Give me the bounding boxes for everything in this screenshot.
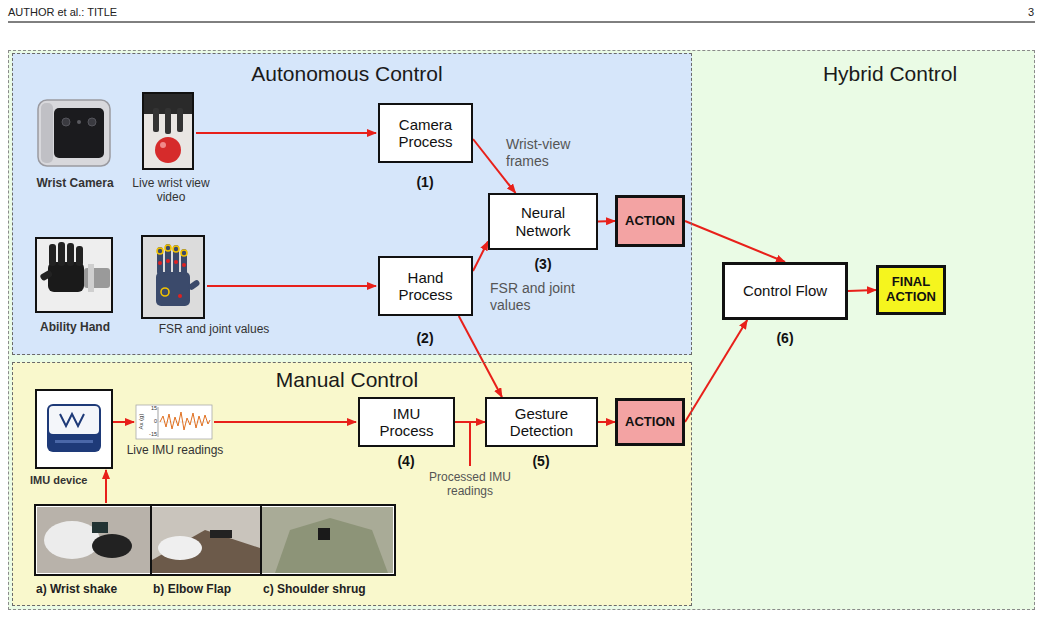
final-action-box: FINAL ACTION [876,265,946,315]
region-fill [12,362,692,606]
callout-number: (2) [416,330,433,346]
label-slot: Ability Hand [26,320,124,334]
callout-number: (5) [532,453,549,469]
wrist-view-frame-illustration [143,93,193,169]
label-slot: Ax (g) [138,404,145,440]
process-box: Camera Process [378,103,473,163]
label-slot: a) Wrist shake [36,582,150,596]
part-name: Wrist Camera [36,176,113,190]
autonomous-region: Autonomous ControlCamera ProcessHand Pro… [12,53,692,355]
arrow-connector [685,320,747,422]
arrow-connector [685,221,785,262]
label-slot: IMU device [30,474,102,487]
label-slot: -15 [145,431,157,438]
label-slot: (5) [521,453,561,470]
box-label: IMU Process [365,405,448,440]
arrow-connector [455,421,485,423]
box-label: FINAL ACTION [884,275,938,305]
axis-tick: 0 [154,418,157,424]
axis-tick: 15 [151,405,157,411]
box-label: ACTION [623,214,677,229]
box-label: ACTION [623,415,677,430]
part-name: IMU device [30,474,87,486]
label-slot: 15 [145,405,157,412]
gesture-caption: c) Shoulder shrug [263,582,366,596]
region-fill [8,50,1035,610]
label-slot: 0 [145,418,157,425]
gesture-photo-strip [35,505,395,575]
wrist-camera-illustration [38,100,110,166]
process-box: Control Flow [722,262,848,320]
ability-hand-illustration [36,238,112,312]
action-box: ACTION [615,398,685,446]
box-label: Control Flow [730,282,840,299]
label-slot: 3 [1010,6,1034,19]
imu-signal-plot [136,405,212,439]
process-box: Gesture Detection [485,397,598,447]
arrow-connector [473,241,488,271]
box-label: Camera Process [385,116,466,151]
edge-label: FSR and joint values [490,280,575,313]
edge-label: Wrist-view frames [506,136,570,169]
process-box: Neural Network [488,193,598,250]
edge-label: Processed IMU readings [429,470,511,498]
arrow-connector [459,316,502,397]
label-slot: (1) [405,174,445,191]
fsr-glove-illustration [142,236,204,318]
region-title: Hybrid Control [823,62,957,85]
running-header: AUTHOR et al.: TITLE [8,6,117,18]
label-slot: (3) [523,256,563,273]
gesture-caption: b) Elbow Flap [153,582,231,596]
axis-tick: -15 [149,431,157,437]
label-slot: Wrist Camera [26,176,124,190]
header-rule [8,22,1035,23]
callout-number: (6) [776,330,793,346]
label-slot: Live IMU readings [118,443,232,457]
callout-number: (4) [397,453,414,469]
imu-device-illustration [36,390,112,468]
callout-number: (3) [534,256,551,272]
page-number: 3 [1028,6,1034,18]
axis-label: Ax (g) [138,414,144,430]
region-title: Autonomous Control [251,62,442,85]
process-box: Hand Process [378,256,473,316]
image-caption: FSR and joint values [159,322,270,336]
label-slot: Processed IMU readings [420,470,520,499]
label-slot: Wrist-view frames [506,136,581,170]
label-slot: b) Elbow Flap [153,582,260,596]
label-slot: (4) [386,453,426,470]
title-slot: Hybrid Control [800,61,980,86]
box-label: Neural Network [495,204,591,239]
input-arrows [106,133,470,503]
callout-number: (1) [416,174,433,190]
part-name: Ability Hand [40,320,110,334]
region-title: Manual Control [276,368,418,391]
arrow-connector [598,421,615,423]
label-slot: (2) [405,330,445,347]
label-slot: c) Shoulder shrug [263,582,395,596]
image-caption: Live wrist view video [132,176,209,204]
box-label: Hand Process [385,269,466,304]
arrow-connector [598,220,615,223]
label-slot: Live wrist view video [125,176,217,205]
manual-region: Manual ControlIMU Process Gesture Detecti… [12,362,692,606]
label-slot: (6) [765,330,805,347]
gesture-caption: a) Wrist shake [36,582,117,596]
label-slot: FSR and joint values [490,280,582,314]
label-slot: FSR and joint values [128,322,300,336]
region-fill [12,53,692,355]
box-label: Gesture Detection [492,405,591,440]
image-caption: Live IMU readings [127,443,224,457]
process-box: IMU Process [358,397,455,447]
title-slot: Manual Control [197,367,497,392]
title-slot: Autonomous Control [197,61,497,86]
label-slot: AUTHOR et al.: TITLE [8,6,308,19]
action-box: ACTION [615,195,685,247]
arrow-connector [848,290,876,291]
